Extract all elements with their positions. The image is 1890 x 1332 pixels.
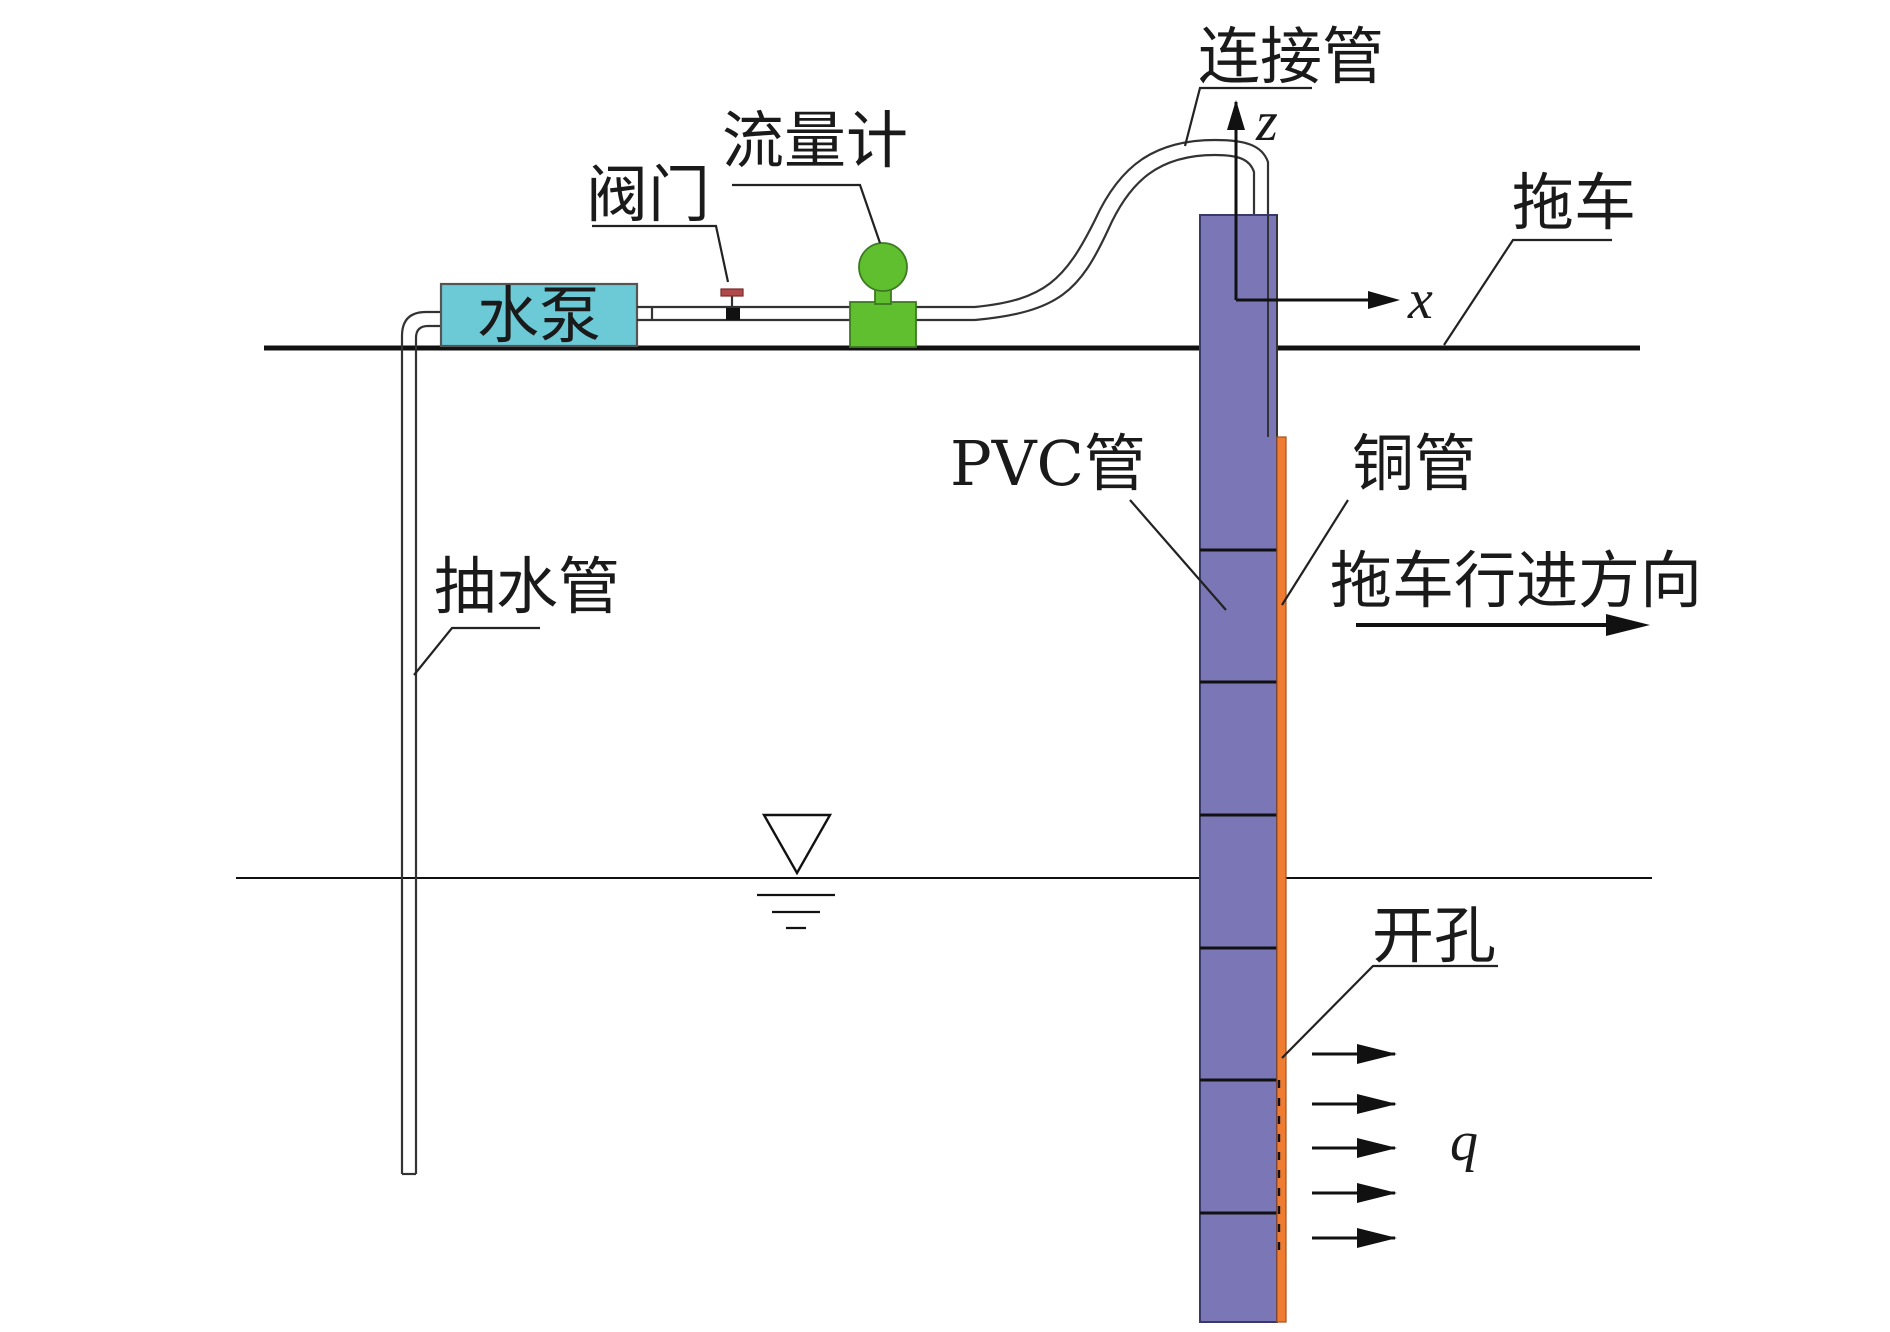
travel-direction-arrow bbox=[1356, 614, 1650, 636]
z-axis-label: z bbox=[1255, 91, 1278, 153]
inner-pipe bbox=[1267, 215, 1278, 437]
trailer-leader bbox=[1443, 238, 1612, 346]
outlet-pipe bbox=[637, 305, 975, 322]
orifice-label: 开孔 bbox=[1372, 899, 1496, 972]
copper-pipe-label: 铜管 bbox=[1352, 427, 1476, 500]
travel-direction-label: 拖车行进方向 bbox=[1330, 544, 1702, 617]
connect-pipe-label: 连接管 bbox=[1198, 20, 1384, 93]
pump-box bbox=[439, 282, 639, 348]
flowmeter-label: 流量计 bbox=[722, 104, 908, 177]
copper-pipe bbox=[1276, 436, 1287, 1323]
flowmeter-icon bbox=[849, 242, 917, 348]
copper-pipe-leader bbox=[1281, 499, 1349, 606]
x-axis-label: x bbox=[1407, 269, 1433, 331]
q-label: q bbox=[1450, 1111, 1478, 1173]
suction-pipe-leader bbox=[413, 626, 540, 676]
valve-icon bbox=[720, 288, 744, 320]
suction-pipe bbox=[400, 310, 444, 1176]
suction-pipe-label: 抽水管 bbox=[434, 550, 620, 623]
flow-arrows bbox=[1312, 1044, 1397, 1248]
x-axis bbox=[1236, 291, 1400, 309]
flowmeter-leader bbox=[732, 183, 882, 244]
water-level-symbol bbox=[757, 813, 835, 930]
valve-leader bbox=[592, 224, 730, 283]
trailer-label: 拖车 bbox=[1512, 166, 1636, 239]
orifice-leader bbox=[1281, 964, 1498, 1059]
valve-label: 阀门 bbox=[586, 158, 710, 231]
z-axis bbox=[1227, 100, 1245, 300]
connect-pipe-leader bbox=[1183, 86, 1312, 147]
pvc-pipe bbox=[1199, 214, 1278, 1323]
pvc-pipe-leader bbox=[1129, 499, 1227, 611]
pvc-pipe-label: PVC管 bbox=[950, 427, 1146, 500]
pump-label: 水泵 bbox=[477, 279, 601, 352]
